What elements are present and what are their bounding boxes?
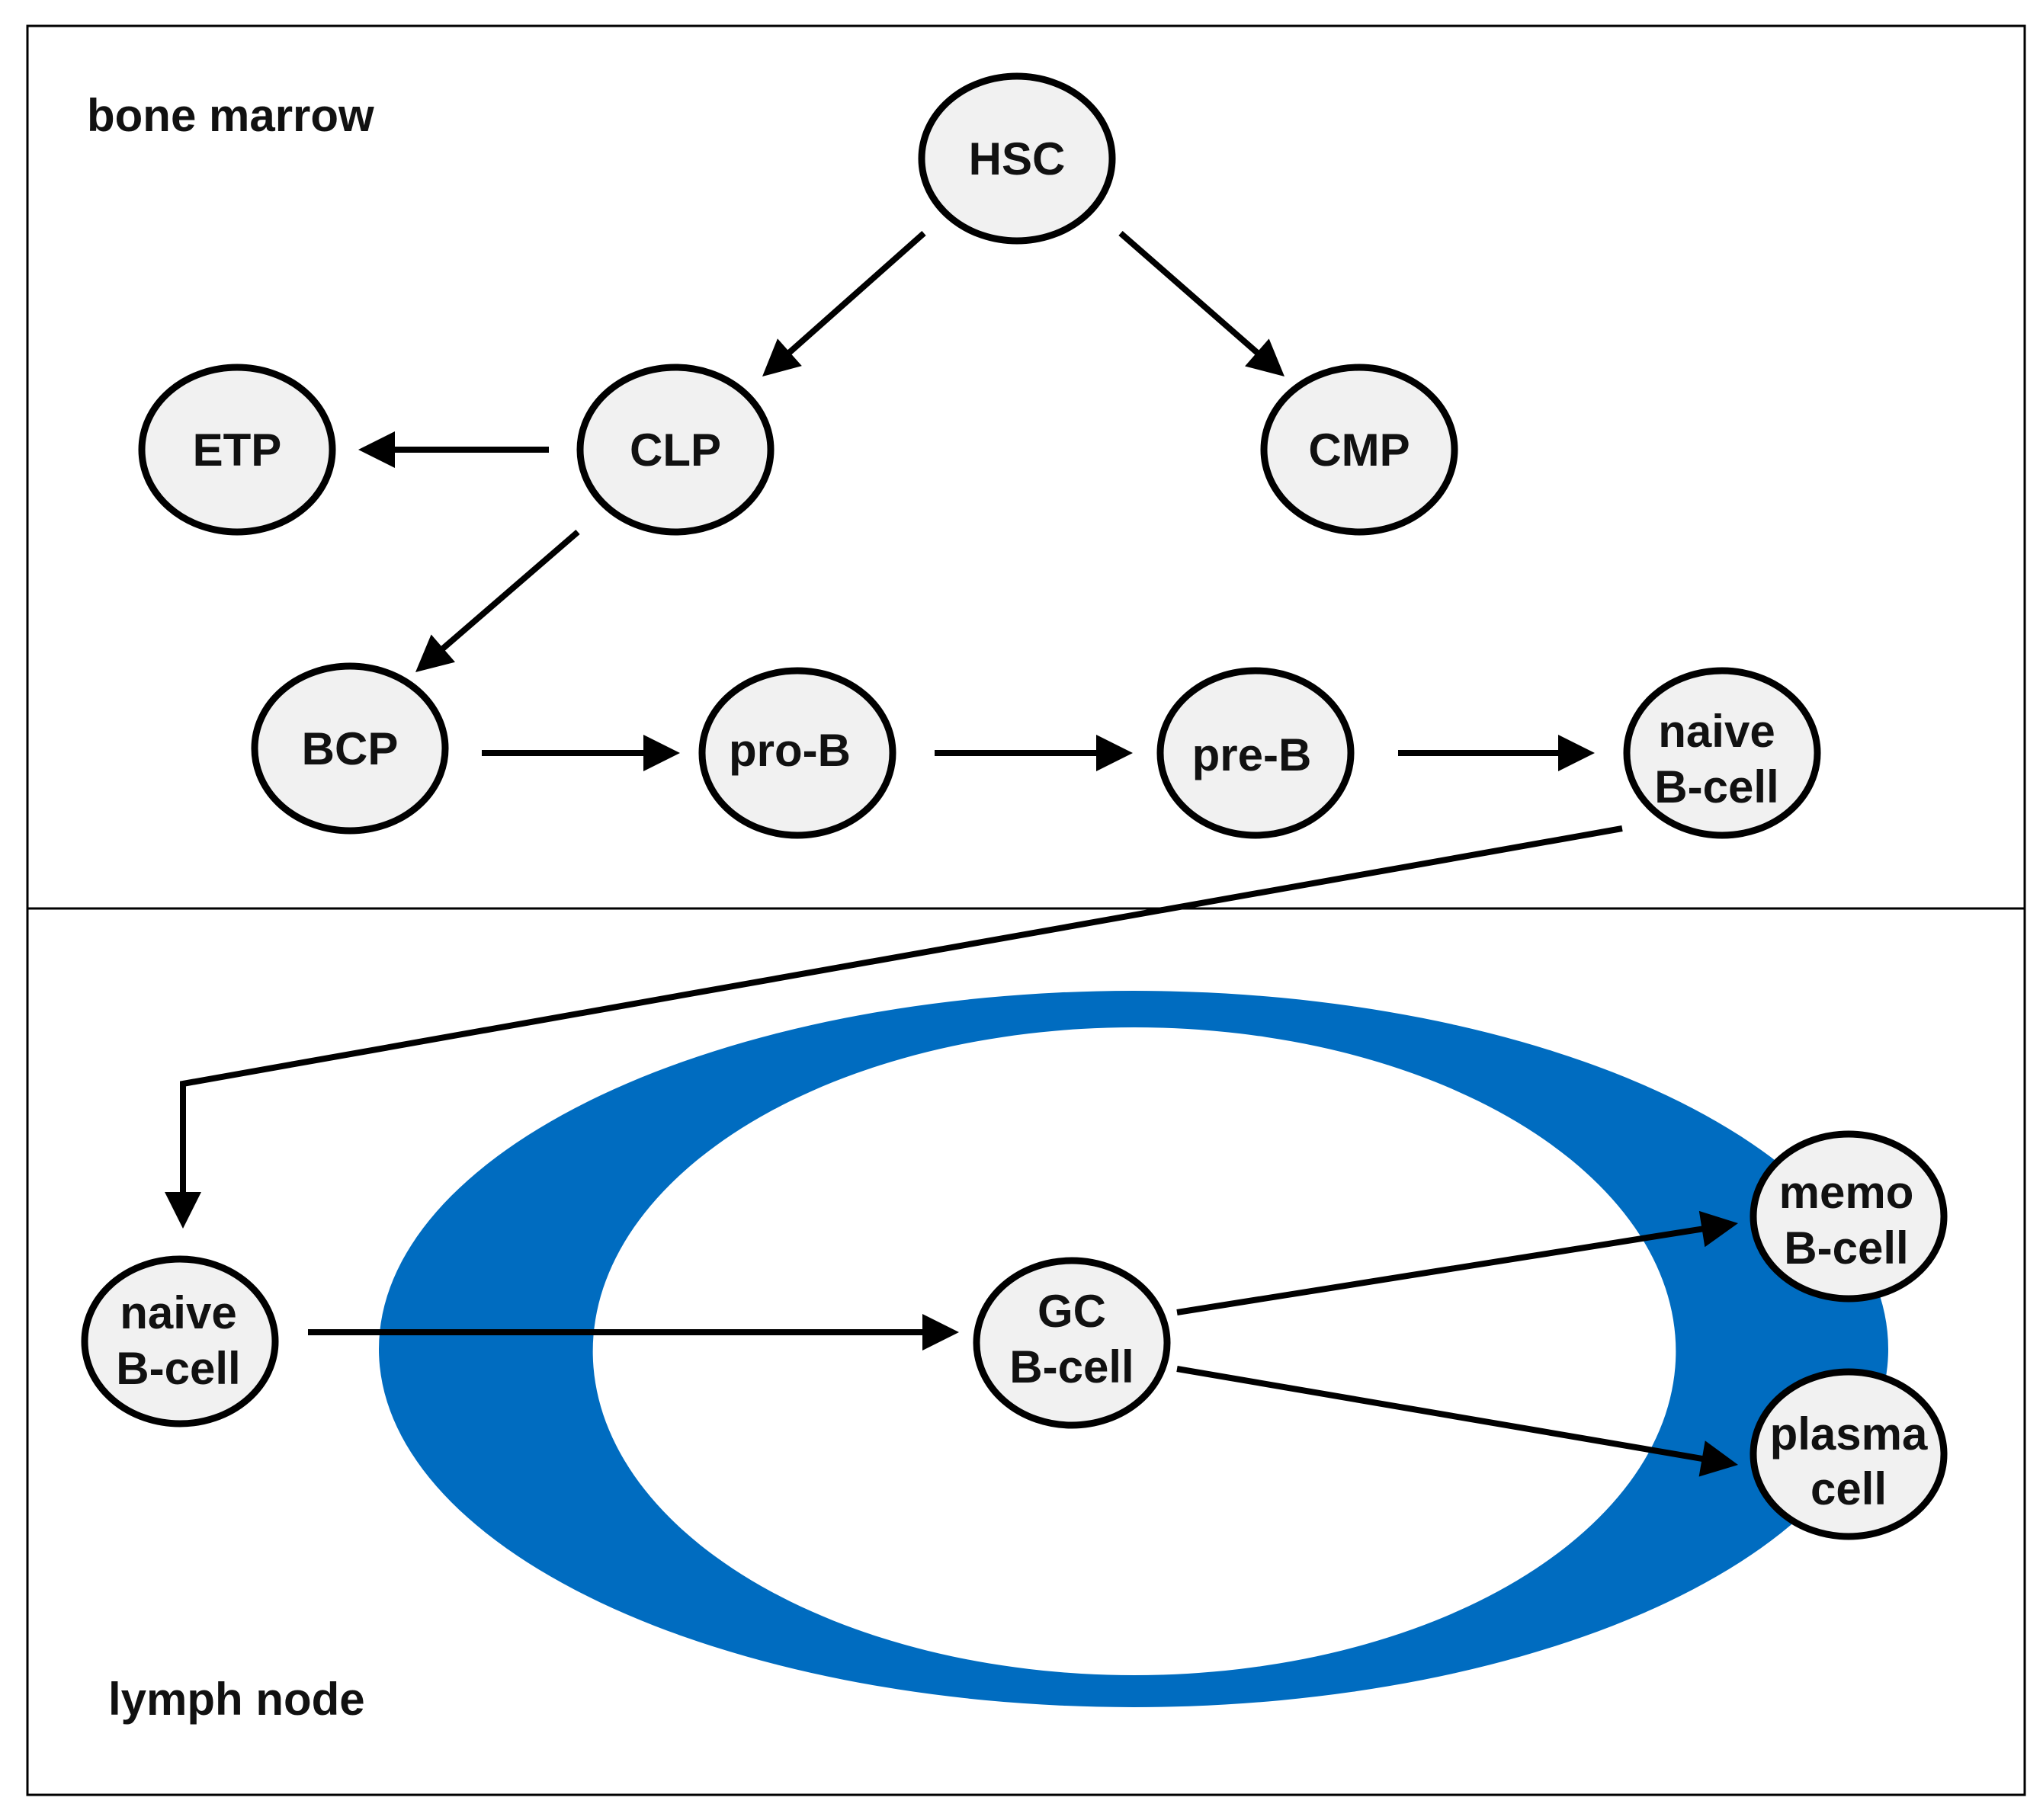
node-pro-b-label: pro-B (729, 725, 851, 776)
arrow-naive-bm-to-naive-ln-line (180, 825, 1623, 1200)
arrow-naive-to-gc (308, 1314, 959, 1351)
arrow-gc-to-memo-line (1176, 1225, 1710, 1315)
arrow-gc-to-plasma-line (1176, 1366, 1710, 1463)
arrow-gc-to-plasma (1176, 1366, 1738, 1477)
arrow-naive-to-gc-head (922, 1314, 959, 1351)
arrow-pre-b-to-naive-head (1558, 735, 1595, 771)
node-naive-b-cell-ln-line1: naive (120, 1287, 236, 1338)
arrow-pro-b-to-pre-b (935, 735, 1133, 771)
arrow-bcp-to-pro-b (482, 735, 680, 771)
arrow-hsc-to-clp-line (782, 231, 926, 360)
arrow-clp-to-etp-head (358, 431, 395, 468)
node-plasma-cell-line2: cell (1810, 1463, 1887, 1514)
node-naive-b-cell-bone-marrow: naive B-cell (1623, 667, 1821, 839)
arrow-clp-to-bcp-line (435, 529, 580, 655)
node-etp: ETP (138, 364, 336, 536)
arrow-hsc-to-cmp-line (1118, 230, 1265, 360)
node-bcp-label: BCP (302, 723, 399, 774)
arrow-bcp-to-pro-b-head (643, 735, 680, 771)
bone-marrow-label: bone marrow (87, 90, 374, 141)
node-pro-b: pro-B (698, 667, 896, 839)
arrow-hsc-to-cmp (1118, 230, 1284, 376)
arrow-naive-bm-to-naive-ln-head (165, 1192, 201, 1229)
node-memo-b-cell-line1: memo (1779, 1167, 1914, 1218)
node-naive-b-cell-bm-line1: naive (1658, 706, 1775, 757)
arrows (165, 230, 1738, 1477)
node-hsc-label: HSC (969, 133, 1066, 184)
arrow-hsc-to-cmp-head (1245, 338, 1284, 376)
arrow-clp-to-etp (358, 431, 549, 468)
arrow-hsc-to-clp (762, 231, 926, 376)
node-memo-b-cell-line2: B-cell (1784, 1222, 1908, 1274)
node-plasma-cell: plasma cell (1750, 1368, 1948, 1540)
arrow-clp-to-bcp (415, 529, 580, 672)
arrow-naive-bm-to-naive-ln (165, 825, 1623, 1229)
arrow-gc-to-memo-head (1698, 1210, 1738, 1248)
arrow-pre-b-to-naive (1398, 735, 1595, 771)
node-hsc: HSC (918, 72, 1116, 245)
lymph-node-label: lymph node (108, 1674, 365, 1725)
node-naive-b-cell-ln-line2: B-cell (116, 1343, 240, 1394)
lymph-node-region (26, 907, 2026, 1796)
node-gc-b-cell-line1: GC (1038, 1286, 1106, 1337)
node-clp-label: CLP (630, 425, 721, 476)
node-cmp-label: CMP (1308, 425, 1410, 476)
node-gc-b-cell-line2: B-cell (1009, 1341, 1134, 1392)
node-naive-b-cell-bm-line2: B-cell (1654, 761, 1778, 812)
node-pre-b-label: pre-B (1192, 729, 1312, 780)
node-plasma-cell-line1: plasma (1770, 1408, 1928, 1460)
arrow-gc-to-plasma-head (1698, 1440, 1738, 1477)
node-cmp: CMP (1260, 364, 1458, 536)
node-gc-b-cell: GC B-cell (973, 1257, 1171, 1429)
arrow-pro-b-to-pre-b-head (1096, 735, 1133, 771)
arrow-hsc-to-clp-head (762, 338, 802, 376)
node-memo-b-cell: memo B-cell (1750, 1130, 1948, 1303)
node-naive-b-cell-lymph-node: naive B-cell (81, 1255, 279, 1427)
node-pre-b: pre-B (1156, 667, 1355, 839)
node-etp-label: ETP (193, 425, 282, 476)
arrow-gc-to-memo (1176, 1210, 1738, 1315)
node-bcp: BCP (251, 662, 449, 835)
node-clp: CLP (576, 364, 775, 536)
arrow-clp-to-bcp-head (415, 634, 456, 672)
